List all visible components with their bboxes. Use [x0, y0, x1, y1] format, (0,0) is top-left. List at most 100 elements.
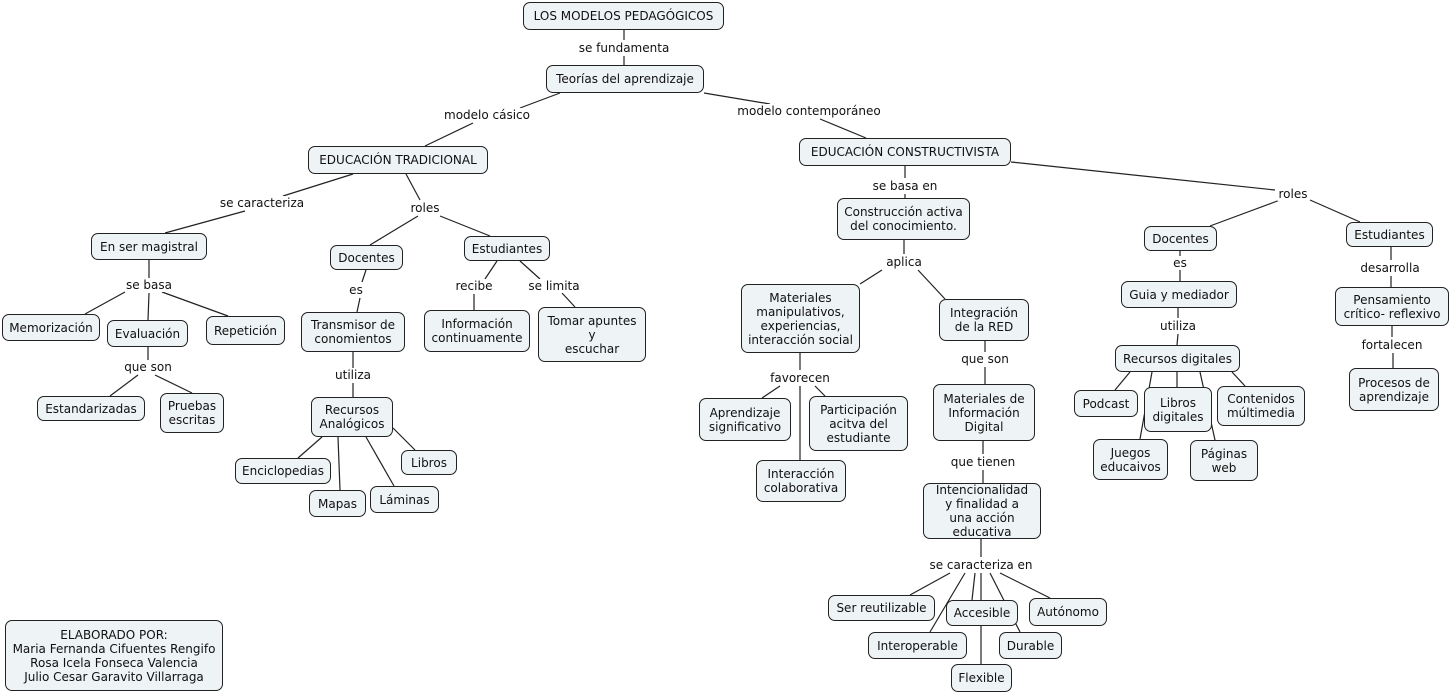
concept-rec-analog[interactable]: Recursos Analógicos: [311, 397, 393, 437]
concept-contenidos[interactable]: Contenidos múltimedia: [1217, 386, 1305, 426]
concept-transmisor[interactable]: Transmisor de conomientos: [301, 312, 405, 352]
concept-repeticion[interactable]: Repetición: [206, 316, 285, 345]
concept-podcast[interactable]: Podcast: [1074, 390, 1138, 417]
concept-mat-info[interactable]: Materiales de Información Digital: [933, 384, 1035, 441]
link-label-se-caracteriza-en: se caracteriza en: [928, 558, 1034, 572]
concept-juegos[interactable]: Juegos educaivos: [1093, 439, 1168, 480]
concept-aprendizaje[interactable]: Aprendizaje significativo: [699, 398, 791, 441]
concept-estudiantes-l[interactable]: Estudiantes: [464, 236, 550, 261]
concept-materiales[interactable]: Materiales manipulativos, experiencias, …: [741, 284, 860, 353]
concept-enciclopedias[interactable]: Enciclopedias: [235, 458, 331, 484]
concept-durable[interactable]: Durable: [999, 632, 1062, 659]
concept-laminas[interactable]: Láminas: [370, 486, 439, 513]
concept-intencionalidad[interactable]: Intencionalidad y finalidad a una acción…: [923, 483, 1041, 539]
concept-pruebas[interactable]: Pruebas escritas: [160, 393, 224, 433]
connector-line: [1176, 333, 1179, 346]
link-label-modelo-contemporaneo: modelo contemporáneo: [736, 104, 882, 118]
connector-line: [909, 572, 951, 596]
connector-line: [859, 269, 883, 285]
connector-line: [297, 436, 323, 459]
link-label-recibe: recibe: [454, 279, 494, 293]
concept-title[interactable]: LOS MODELOS PEDAGÓGICOS: [523, 2, 724, 30]
link-label-se-basa-en: se basa en: [871, 179, 939, 193]
connector-line: [361, 269, 367, 283]
link-label-es-l: es: [348, 283, 364, 297]
connector-line: [703, 92, 771, 105]
connector-line: [84, 291, 126, 315]
concept-integracion[interactable]: Integración de la RED: [939, 299, 1029, 341]
connector-line: [369, 215, 419, 246]
link-label-se-basa: se basa: [124, 278, 174, 292]
concept-procesos[interactable]: Procesos de aprendizaje: [1349, 368, 1439, 411]
link-label-fortalecen: fortalecen: [1360, 338, 1424, 352]
connector-line: [405, 173, 421, 201]
link-label-que-son-l: que son: [123, 360, 173, 374]
concept-libros-dig[interactable]: Libros digitales: [1144, 387, 1212, 432]
connector-line: [392, 427, 416, 451]
connector-line: [109, 374, 139, 397]
connector-line: [282, 173, 354, 197]
link-label-favorecen: favorecen: [769, 371, 831, 385]
concept-magistral[interactable]: En ser magistral: [91, 233, 207, 260]
connector-line: [971, 572, 976, 601]
concept-guia[interactable]: Guia y mediador: [1121, 281, 1237, 308]
connector-line: [484, 260, 498, 280]
connector-line: [164, 210, 246, 234]
connector-line: [154, 374, 193, 394]
connector-line: [356, 297, 361, 313]
concept-elaborado[interactable]: ELABORADO POR: Maria Fernanda Cifuentes …: [5, 620, 223, 691]
link-label-se-limita: se limita: [527, 279, 581, 293]
link-label-que-son-r: que son: [960, 352, 1010, 366]
link-label-utiliza-l: utiliza: [334, 368, 372, 382]
concept-mapas[interactable]: Mapas: [309, 490, 366, 517]
connector-line: [814, 385, 826, 397]
connector-line: [819, 118, 867, 139]
connector-line: [439, 215, 491, 237]
link-label-se-caracteriza: se caracteriza: [218, 196, 306, 210]
concept-libros-l[interactable]: Libros: [401, 450, 457, 475]
concept-participacion[interactable]: Participación acitva del estudiante: [809, 396, 908, 451]
link-label-roles-l: roles: [409, 201, 441, 215]
concept-memorizacion[interactable]: Memorización: [2, 314, 100, 341]
connector-line: [561, 292, 576, 308]
connector-line: [1209, 199, 1281, 227]
concept-teorias[interactable]: Teorías del aprendizaje: [546, 65, 704, 93]
concept-rec-digital[interactable]: Recursos digitales: [1115, 345, 1240, 372]
connector-line: [365, 436, 395, 487]
link-label-roles-r: roles: [1277, 187, 1309, 201]
concept-edu-const[interactable]: EDUCACIÓN CONSTRUCTIVISTA: [799, 138, 1011, 166]
concept-docentes-r[interactable]: Docentes: [1144, 226, 1217, 251]
connector-line: [147, 292, 150, 321]
concept-estudiantes-r[interactable]: Estudiantes: [1346, 222, 1433, 247]
concept-flexible[interactable]: Flexible: [951, 664, 1012, 692]
link-label-desarrolla: desarrolla: [1359, 261, 1421, 275]
link-label-que-tienen: que tienen: [949, 455, 1017, 469]
link-label-aplica: aplica: [885, 255, 923, 269]
concept-estandarizadas[interactable]: Estandarizadas: [37, 396, 145, 421]
concept-autonomo[interactable]: Autónomo: [1029, 598, 1107, 626]
concept-edu-trad[interactable]: EDUCACIÓN TRADICIONAL: [308, 146, 488, 174]
connector-line: [1114, 371, 1131, 391]
concept-docentes-l[interactable]: Docentes: [330, 245, 403, 270]
concept-interaccion[interactable]: Interacción colaborativa: [756, 460, 846, 502]
concept-reutilizable[interactable]: Ser reutilizable: [828, 595, 935, 621]
link-label-utiliza-r: utiliza: [1159, 319, 1197, 333]
concept-pensamiento[interactable]: Pensamiento crítico- reflexivo: [1335, 287, 1449, 326]
concept-evaluacion[interactable]: Evaluación: [107, 320, 188, 347]
connector-line: [519, 260, 541, 280]
connector-line: [1010, 161, 1276, 191]
connector-line: [1309, 199, 1361, 223]
connector-line: [1231, 371, 1246, 387]
concept-info-cont[interactable]: Información continuamente: [424, 310, 530, 352]
concept-interoperable[interactable]: Interoperable: [868, 632, 967, 659]
link-label-se-fundamenta: se fundamenta: [577, 41, 671, 55]
link-label-modelo-casico: modelo cásico: [443, 108, 531, 122]
concept-paginas[interactable]: Páginas web: [1190, 440, 1258, 481]
connector-line: [917, 269, 946, 300]
link-label-es-r: es: [1172, 256, 1188, 270]
concept-tomar[interactable]: Tomar apuntes y escuchar: [538, 307, 646, 362]
concept-accesible[interactable]: Accesible: [946, 600, 1018, 626]
concept-construccion[interactable]: Construcción activa del conocimiento.: [837, 198, 970, 240]
connector-line: [519, 92, 561, 109]
